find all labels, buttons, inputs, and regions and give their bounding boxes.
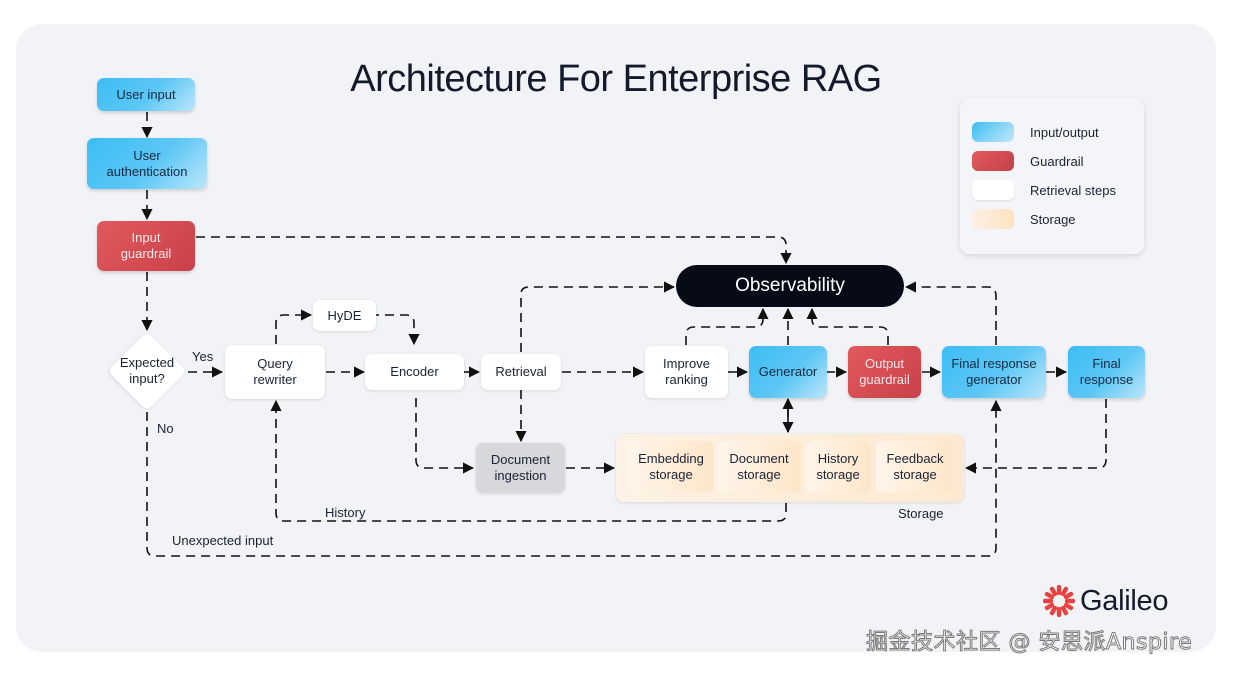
legend-label: Storage xyxy=(1030,211,1076,227)
edge-rewriter-hyde xyxy=(275,309,313,344)
node-expected-input: Expected input? xyxy=(107,331,187,411)
node-label: Embedding storage xyxy=(638,451,704,482)
edge-label-unexpected-input: Unexpected input xyxy=(172,533,274,548)
storage-history: History storage xyxy=(805,441,871,493)
storage-group-label: Storage xyxy=(898,506,944,521)
node-label: Improve ranking xyxy=(663,356,710,387)
edge-hyde-encoder xyxy=(370,314,420,346)
edge-ranking-observability xyxy=(685,307,769,345)
edge-storage-history xyxy=(270,399,787,522)
node-label: User input xyxy=(116,86,176,102)
node-label: HyDE xyxy=(327,307,362,323)
node-input-guardrail: Input guardrail xyxy=(97,221,195,271)
brand-logo: Galileo xyxy=(1042,584,1168,618)
node-label: Observability xyxy=(735,275,845,296)
edge-finalgen-observability xyxy=(904,281,997,345)
storage-feedback: Feedback storage xyxy=(876,441,954,493)
legend-item-input-output: Input/output xyxy=(972,121,1099,143)
diagram-title: Architecture For Enterprise RAG xyxy=(350,58,882,100)
node-label: Expected input? xyxy=(119,355,175,386)
legend-item-retrieval-steps: Retrieval steps xyxy=(972,179,1116,201)
edge-unexpected xyxy=(146,399,1002,557)
node-document-ingestion: Document ingestion xyxy=(476,443,565,493)
edge-finalresp-feedback xyxy=(964,399,1107,474)
edge-guardrail-observability xyxy=(196,236,792,265)
node-label: History storage xyxy=(816,451,860,482)
node-retrieval: Retrieval xyxy=(481,354,561,390)
storage-embedding: Embedding storage xyxy=(628,441,714,493)
node-label: Query rewriter xyxy=(253,356,297,387)
node-label: Final response xyxy=(1079,356,1134,387)
legend-label: Retrieval steps xyxy=(1030,182,1116,198)
node-label: Input guardrail xyxy=(120,230,172,261)
storage-document: Document storage xyxy=(717,441,801,493)
edge-encoder-ingestion xyxy=(415,398,475,474)
galileo-burst-icon xyxy=(1043,585,1075,617)
node-label: User authentication xyxy=(106,147,188,179)
legend-swatch xyxy=(972,180,1014,200)
brand-name: Galileo xyxy=(1080,584,1169,617)
node-label: Document ingestion xyxy=(490,452,551,483)
legend-item-storage: Storage xyxy=(972,208,1076,230)
node-label: Encoder xyxy=(390,364,439,379)
edge-output-observability xyxy=(806,307,889,345)
legend-item-guardrail: Guardrail xyxy=(972,150,1083,172)
node-label: Feedback storage xyxy=(886,451,944,482)
node-label: Final response generator xyxy=(951,356,1037,387)
edge-retrieval-observability xyxy=(520,281,676,352)
watermark: 掘金技术社区 @ 安思派Anspire xyxy=(865,630,1193,656)
legend-swatch xyxy=(972,151,1014,171)
node-query-rewriter: Query rewriter xyxy=(225,345,325,399)
node-final-response-generator: Final response generator xyxy=(942,346,1046,398)
node-user-authentication: User authentication xyxy=(87,138,207,189)
node-encoder: Encoder xyxy=(365,354,464,390)
node-label: Retrieval xyxy=(495,364,547,379)
node-label: Document storage xyxy=(729,451,789,482)
edge-label-history: History xyxy=(325,505,366,520)
node-improve-ranking: Improve ranking xyxy=(645,346,728,398)
node-user-input: User input xyxy=(97,78,195,111)
node-output-guardrail: Output guardrail xyxy=(848,346,921,398)
edge-label-yes: Yes xyxy=(192,349,214,364)
legend-swatch xyxy=(972,209,1014,229)
node-generator: Generator xyxy=(749,346,827,398)
node-final-response: Final response xyxy=(1068,346,1145,398)
node-label: Generator xyxy=(758,364,818,379)
legend-label: Input/output xyxy=(1030,124,1099,140)
node-label: Output guardrail xyxy=(859,356,910,387)
edge-label-no: No xyxy=(157,421,174,436)
legend-label: Guardrail xyxy=(1030,153,1084,169)
node-hyde: HyDE xyxy=(313,300,376,331)
legend-swatch xyxy=(972,122,1014,142)
node-observability: Observability xyxy=(676,265,904,307)
legend: Input/output Guardrail Retrieval steps S… xyxy=(960,98,1144,254)
